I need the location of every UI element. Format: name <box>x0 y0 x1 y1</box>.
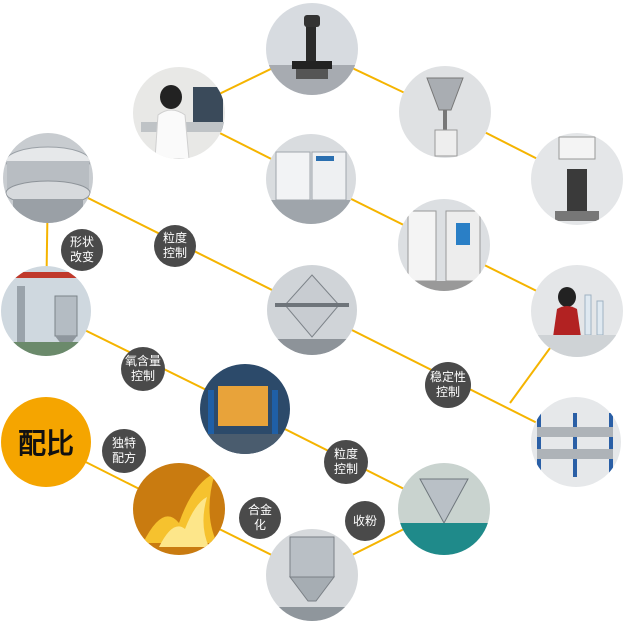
photo-cone-mixer <box>398 463 490 555</box>
photo-smelting-furnace <box>200 364 290 454</box>
photo-flame <box>133 463 225 555</box>
photo-double-cone-mixer <box>267 265 357 355</box>
photo-analyzer-equipment <box>266 134 356 224</box>
label-unique-formula: 独特 配方 <box>102 429 146 473</box>
label-alloying: 合金 化 <box>239 497 281 539</box>
photo-lab-worker-glassware <box>531 265 623 357</box>
photo-storage-racks <box>531 397 621 487</box>
photo-spray-tower <box>1 266 91 356</box>
ratio-node: 配比 <box>1 397 91 487</box>
label-powder-collection: 收粉 <box>345 501 385 541</box>
photo-furnace <box>398 199 490 291</box>
label-granularity-control-bottom: 粒度 控制 <box>324 440 368 484</box>
photo-lab-technician <box>133 67 225 159</box>
photo-atomization-tank <box>266 529 358 621</box>
label-oxygen-content-control: 氧含量 控制 <box>121 347 165 391</box>
photo-sieve <box>3 133 93 223</box>
label-stability-control: 稳定性 控制 <box>425 362 471 408</box>
photo-funnel-instrument <box>399 66 491 158</box>
label-granularity-control-top: 粒度 控制 <box>154 225 196 267</box>
photo-microscope <box>266 3 358 95</box>
label-shape-change: 形状 改变 <box>61 229 103 271</box>
photo-press-machine <box>531 133 623 225</box>
